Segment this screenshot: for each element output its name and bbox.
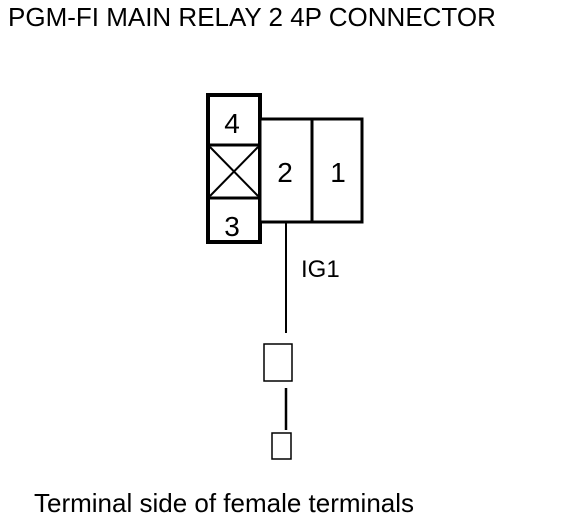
terminal-1-label: 1 xyxy=(330,157,346,188)
x-box-icon xyxy=(209,146,259,197)
wire-label-ig1: IG1 xyxy=(301,256,340,283)
diagram-caption: Terminal side of female terminals xyxy=(34,488,415,518)
probe-tip-lower xyxy=(271,432,292,460)
connector-left-outline xyxy=(206,93,262,244)
connector-right-body xyxy=(258,117,364,224)
terminal-2-label: 2 xyxy=(277,157,293,188)
diagram-title: PGM-FI MAIN RELAY 2 4P CONNECTOR xyxy=(8,2,496,32)
terminal-4-label: 4 xyxy=(224,108,240,139)
connector-left-column xyxy=(206,93,262,244)
probe-tip-upper xyxy=(263,343,293,382)
terminal-3-label: 3 xyxy=(224,211,240,242)
